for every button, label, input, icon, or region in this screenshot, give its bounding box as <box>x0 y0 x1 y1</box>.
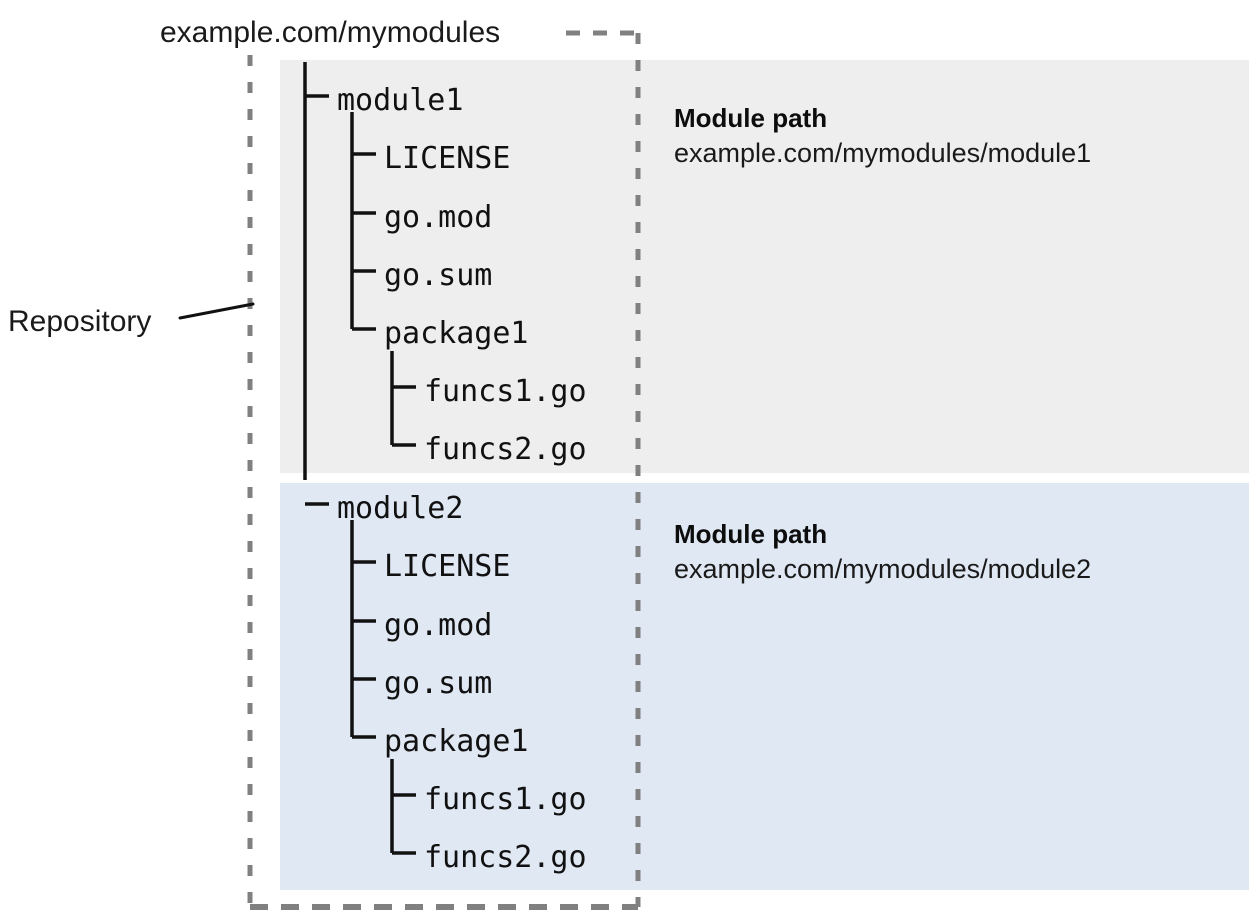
tree-item-module2: module2 <box>337 480 463 538</box>
tree-item-m1-gomod: go.mod <box>384 189 492 247</box>
tree-item-m1-funcs1: funcs1.go <box>424 363 587 421</box>
tree-item-label: package1 <box>384 316 529 351</box>
tree-item-label: funcs1.go <box>424 782 587 817</box>
module1-highlight-panel <box>280 60 1249 473</box>
tree-item-label: funcs2.go <box>424 432 587 467</box>
repository-url-label: example.com/mymodules <box>160 16 501 49</box>
tree-item-m2-gosum: go.sum <box>384 655 492 713</box>
module2-path-callout: Module path example.com/mymodules/module… <box>674 517 1091 587</box>
tree-item-m1-package1: package1 <box>384 305 529 363</box>
tree-item-label: go.sum <box>384 666 493 701</box>
tree-item-label: funcs2.go <box>424 840 587 875</box>
module1-path-callout-value: example.com/mymodules/module1 <box>674 138 1092 168</box>
tree-item-label: LICENSE <box>384 549 511 584</box>
tree-item-label: package1 <box>384 724 529 759</box>
tree-item-label: go.mod <box>384 200 493 235</box>
tree-item-m2-funcs2: funcs2.go <box>424 829 587 887</box>
module2-highlight-panel <box>280 483 1249 890</box>
tree-item-m1-funcs2: funcs2.go <box>424 421 587 479</box>
module1-path-callout: Module path example.com/mymodules/module… <box>674 101 1091 171</box>
tree-item-m2-license: LICENSE <box>384 538 510 596</box>
tree-item-label: go.mod <box>384 608 493 643</box>
tree-item-module1: module1 <box>337 72 463 130</box>
tree-item-label: module1 <box>337 83 464 118</box>
tree-item-m1-license: LICENSE <box>384 130 510 188</box>
tree-item-label: LICENSE <box>384 141 511 176</box>
tree-item-label: module2 <box>337 491 464 526</box>
repository-annotation-label: Repository <box>8 305 152 338</box>
tree-item-label: funcs1.go <box>424 374 587 409</box>
tree-item-label: go.sum <box>384 258 493 293</box>
tree-item-m1-gosum: go.sum <box>384 247 492 305</box>
module2-path-callout-value: example.com/mymodules/module2 <box>674 554 1092 584</box>
tree-item-m2-funcs1: funcs1.go <box>424 771 587 829</box>
tree-item-m2-package1: package1 <box>384 713 529 771</box>
module1-path-callout-title: Module path <box>674 103 828 133</box>
module2-path-callout-title: Module path <box>674 519 828 549</box>
tree-item-m2-gomod: go.mod <box>384 597 492 655</box>
